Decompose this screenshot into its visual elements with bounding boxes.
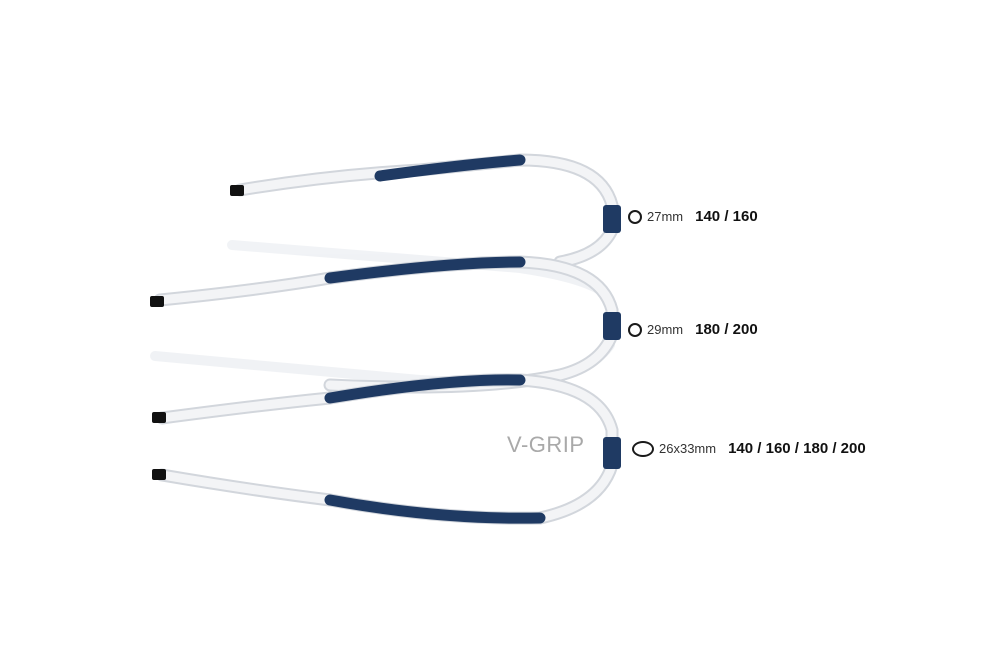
boom-1 bbox=[230, 153, 621, 269]
oval-grip-icon bbox=[632, 440, 654, 457]
boom-1-sizes: 140 / 160 bbox=[695, 208, 758, 225]
boom-2-diameter: 29mm bbox=[647, 322, 684, 337]
spec-boom-3: 26x33mm 140 / 160 / 180 / 200 bbox=[632, 440, 866, 457]
spec-boom-1: 27mm 140 / 160 bbox=[628, 208, 758, 225]
spec-boom-2: 29mm 180 / 200 bbox=[628, 321, 758, 338]
round-grip-icon bbox=[628, 209, 642, 224]
round-grip-icon bbox=[628, 322, 642, 337]
boom-3-diameter: 26x33mm bbox=[659, 441, 717, 456]
boom-2 bbox=[150, 255, 621, 394]
boom-3 bbox=[152, 373, 621, 525]
boom-2-sizes: 180 / 200 bbox=[695, 321, 758, 338]
boom-3-sizes: 140 / 160 / 180 / 200 bbox=[728, 440, 866, 457]
boom-1-diameter: 27mm bbox=[647, 209, 684, 224]
v-grip-label: V-GRIP bbox=[507, 432, 585, 457]
